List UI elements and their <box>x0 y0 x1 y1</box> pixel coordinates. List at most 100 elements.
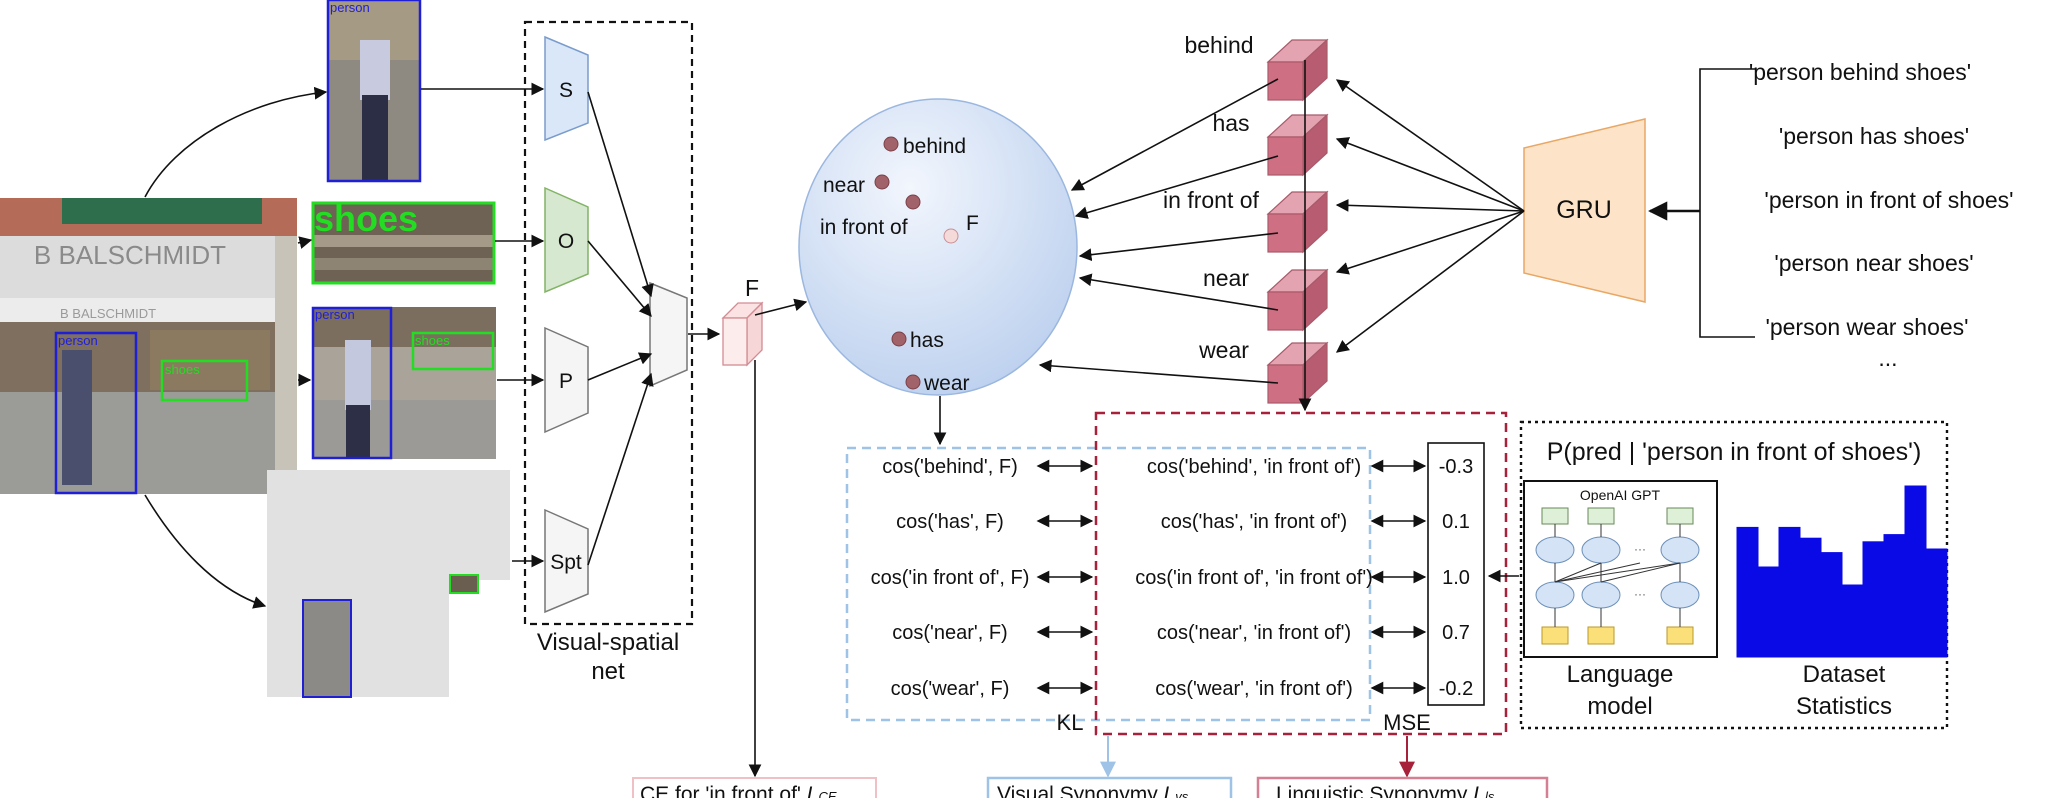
linguistic-cos-text: cos('behind', 'in front of') <box>1147 456 1361 478</box>
fusion-layer <box>649 281 688 388</box>
histogram-bar <box>1820 552 1843 658</box>
embedding-point-in-front-of: in front of <box>820 194 921 239</box>
gru-phrases: 'person behind shoes' 'person has shoes'… <box>1749 59 2014 371</box>
arrow-to-object-crop <box>297 236 313 249</box>
predicate-cube-behind: behind <box>1184 32 1329 102</box>
spt-branch: Spt <box>544 508 589 614</box>
arrow-to-spatial-mask <box>144 494 267 609</box>
histogram-bar <box>1841 584 1864 658</box>
subject-tag: person <box>58 333 98 348</box>
predicate-cubes: behind has in front of near wear <box>1163 32 1329 405</box>
prior-value: -0.2 <box>1439 678 1473 700</box>
linguistic-cos-text: cos('has', 'in front of') <box>1161 511 1347 533</box>
histogram-bar <box>1904 485 1927 658</box>
object-tag: shoes <box>165 362 200 377</box>
histogram-bar <box>1925 548 1948 658</box>
cosine-row: cos('wear', F) cos('wear', 'in front of')… <box>891 678 1474 700</box>
phrase-in-front-of: 'person in front of shoes' <box>1764 187 2013 213</box>
arrow-s-to-fusion <box>587 91 654 298</box>
phrases-bracket <box>1699 68 1755 338</box>
histogram-bar <box>1757 566 1780 658</box>
kl-label: KL <box>1057 710 1084 735</box>
predicate-cube-label: near <box>1203 265 1249 291</box>
arrow-p-to-fusion <box>587 352 653 381</box>
visual-synonymy-box <box>845 446 1372 722</box>
embedding-point-wear: wear <box>905 372 970 395</box>
phrase-wear: 'person wear shoes' <box>1765 314 1968 340</box>
histogram-bar <box>1862 541 1885 658</box>
visual-spatial-net-title-line2: net <box>591 658 625 685</box>
cosine-row: cos('in front of', F)cos('in front of', … <box>871 567 1470 589</box>
p-branch: P <box>544 326 589 434</box>
spatial-mask-image <box>267 470 510 698</box>
arrows-gru-to-cubes <box>1335 79 1525 353</box>
mse-label: MSE <box>1383 710 1431 735</box>
linguistic-synonymy-box <box>1094 411 1508 736</box>
predicate-cube-label: has <box>1212 110 1249 136</box>
s-branch: S <box>544 35 589 142</box>
object-crop-image: shoes <box>311 198 496 285</box>
dataset-label-line1: Dataset <box>1803 661 1886 688</box>
o-branch-label: O <box>558 230 574 253</box>
dataset-statistics-histogram <box>1736 485 1948 658</box>
svg-text:F: F <box>966 212 979 235</box>
embedding-point-behind: behind <box>883 135 966 158</box>
feature-cube <box>721 301 764 367</box>
feature-label: F <box>745 275 759 301</box>
linguistic-cos-text: cos('in front of', 'in front of') <box>1135 567 1373 589</box>
embedding-space <box>798 98 1078 396</box>
prior-value: 0.7 <box>1442 622 1470 644</box>
visual-cos-text: cos('behind', F) <box>882 456 1017 478</box>
subject-crop-tag: person <box>330 0 370 15</box>
arrow-spt-to-fusion <box>587 372 654 566</box>
phrase-behind: 'person behind shoes' <box>1749 59 1971 85</box>
phrase-near: 'person near shoes' <box>1774 250 1973 276</box>
embedding-point-near: near <box>823 174 890 197</box>
arrow-feature-to-space <box>754 298 808 316</box>
svg-text:behind: behind <box>903 135 966 158</box>
embedding-point-feature: F <box>943 212 979 244</box>
arrows-cubes-to-space <box>1038 78 1279 384</box>
arrow-to-subject-crop <box>144 86 328 198</box>
cosine-rows: cos('behind', F) cos('behind', 'in front … <box>871 456 1474 700</box>
gpt-title: OpenAI GPT <box>1580 487 1661 503</box>
gru-label: GRU <box>1556 196 1612 224</box>
histogram-bar <box>1799 537 1822 658</box>
linguistic-cos-text: cos('wear', 'in front of') <box>1155 678 1353 700</box>
predicate-cube-label: behind <box>1184 32 1253 58</box>
histogram-bar <box>1736 526 1759 658</box>
embedding-point-has: has <box>891 329 944 352</box>
gru-block: GRU <box>1523 118 1646 303</box>
predicate-cube-in-front-of: in front of <box>1163 187 1329 254</box>
predicate-cube-label: wear <box>1198 337 1249 363</box>
prior-value: 1.0 <box>1442 567 1470 589</box>
phrase-has: 'person has shoes' <box>1779 123 1969 149</box>
svg-text:wear: wear <box>923 372 970 395</box>
o-branch: O <box>544 186 589 294</box>
predicate-cube-has: has <box>1212 110 1329 177</box>
input-scene-image: B BALSCHMIDT B BALSCHMIDT person shoes <box>0 198 297 495</box>
phrase-more: ... <box>1878 345 1897 371</box>
prior-value: -0.3 <box>1439 456 1473 478</box>
language-model-figure: OpenAI GPT ··· ··· <box>1523 480 1718 658</box>
visual-cos-text: cos('has', F) <box>896 511 1004 533</box>
svg-text:CE for 'in front of' LCE: CE for 'in front of' LCE <box>640 783 837 798</box>
cosine-row: cos('behind', F) cos('behind', 'in front … <box>882 456 1473 478</box>
language-model-label-line2: model <box>1587 693 1652 720</box>
histogram-bar <box>1883 534 1906 658</box>
cosine-row: cos('has', F) cos('has', 'in front of') 0.… <box>896 511 1470 533</box>
visual-cos-text: cos('wear', F) <box>891 678 1010 700</box>
svg-text:···: ··· <box>1634 587 1646 601</box>
svg-text:near: near <box>823 174 865 197</box>
svg-text:in front of: in front of <box>820 216 908 239</box>
p-branch-label: P <box>559 370 573 393</box>
dataset-label-line2: Statistics <box>1796 693 1892 720</box>
prior-value: 0.1 <box>1442 511 1470 533</box>
storefront-sign-text: B BALSCHMIDT <box>34 240 226 270</box>
visual-synonymy-loss-box: Visual Synonymy Lvs <box>986 776 1233 798</box>
svg-text:···: ··· <box>1634 542 1646 556</box>
predicate-cube-wear: wear <box>1198 337 1329 405</box>
prior-values-column <box>1427 442 1485 706</box>
object-crop-tag: shoes <box>314 198 418 239</box>
